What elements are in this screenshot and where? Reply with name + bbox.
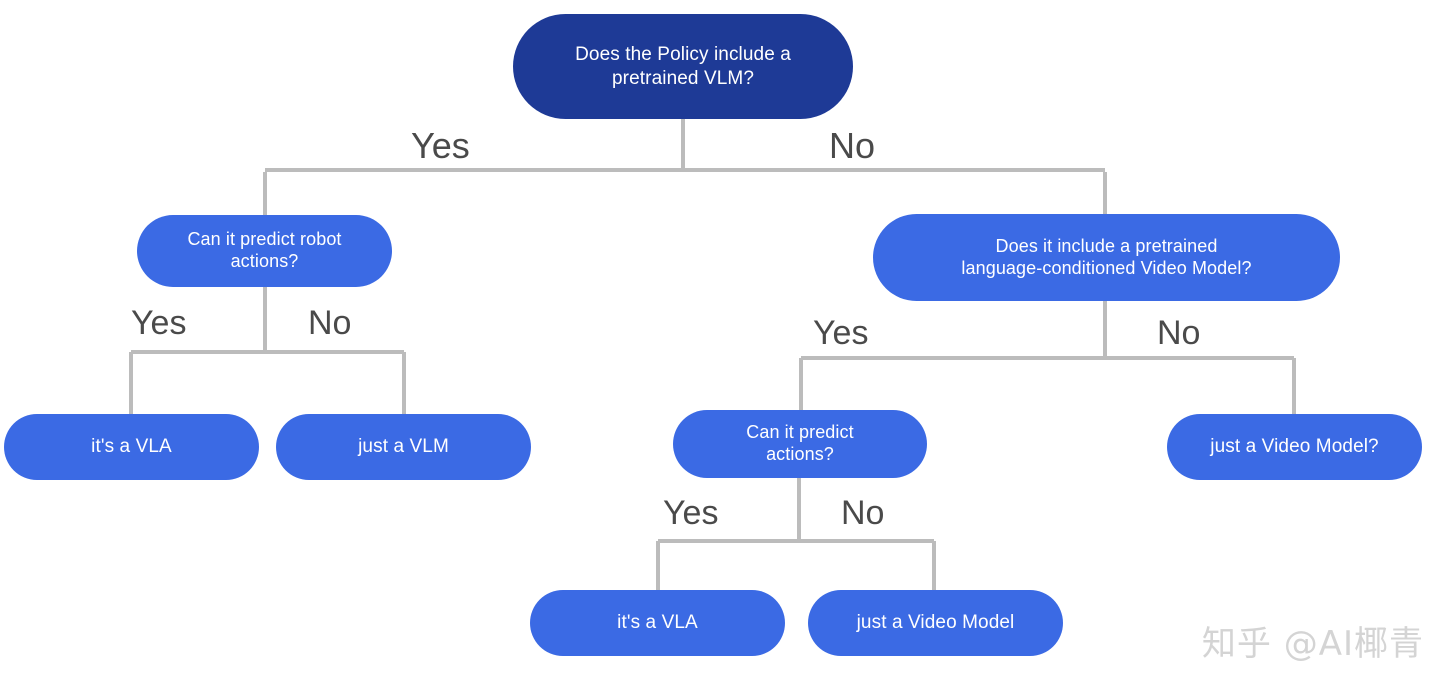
edge-label-left-yes: Yes [131, 304, 187, 342]
edge-label-right-yes: Yes [813, 314, 869, 352]
node-left-branch-question[interactable]: Can it predict robot actions? [137, 215, 392, 287]
edge-label-bottom-no: No [841, 494, 885, 532]
node-right-no-leaf-video-model[interactable]: just a Video Model? [1167, 414, 1422, 480]
node-right-yes-branch-question[interactable]: Can it predict actions? [673, 410, 927, 478]
node-left-yes-leaf-vla[interactable]: it's a VLA [4, 414, 259, 480]
edge-label-root-yes: Yes [411, 125, 470, 166]
node-bottom-yes-leaf-vla[interactable]: it's a VLA [530, 590, 785, 656]
zhihu-watermark: 知乎 @AI椰青 [1201, 624, 1424, 664]
edge-label-right-no: No [1157, 314, 1201, 352]
edge-label-root-no: No [829, 125, 876, 166]
node-bottom-no-leaf-video-model[interactable]: just a Video Model [808, 590, 1063, 656]
node-root-question[interactable]: Does the Policy include a pretrained VLM… [513, 14, 853, 119]
node-right-branch-question[interactable]: Does it include a pretrained language-co… [873, 214, 1340, 301]
node-left-no-leaf-vlm[interactable]: just a VLM [276, 414, 531, 480]
edge-label-left-no: No [308, 304, 352, 342]
edge-label-bottom-yes: Yes [663, 494, 719, 532]
